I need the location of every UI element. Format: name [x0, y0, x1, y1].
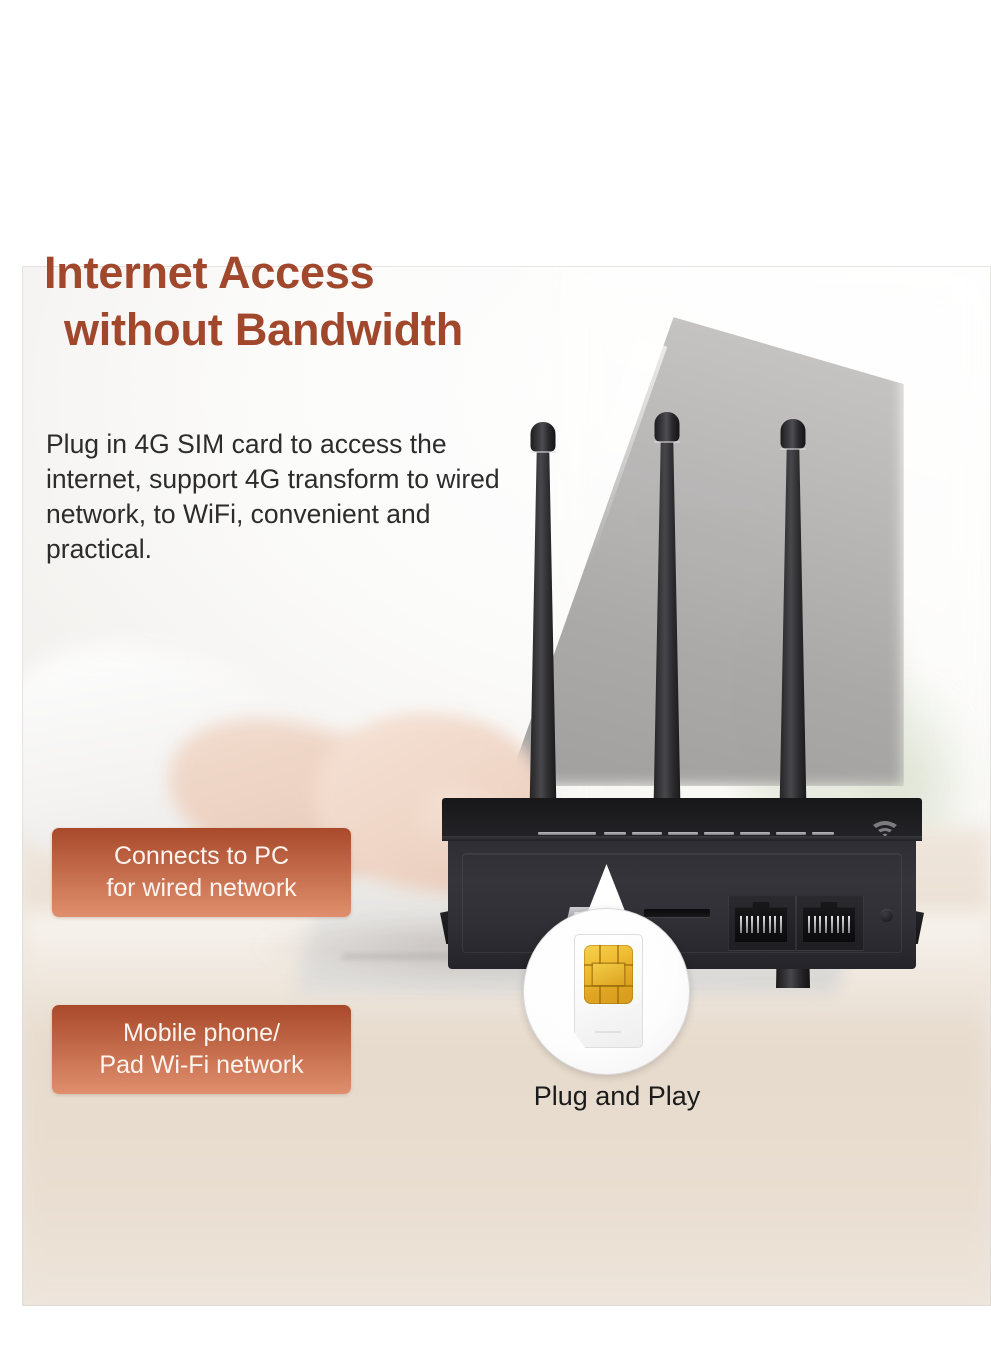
- front-panel-inset: [462, 853, 902, 953]
- badge-line-1: Connects to PC: [113, 842, 290, 870]
- badge-line-1: Mobile phone/: [122, 1019, 281, 1047]
- headline-line-1: Internet Access: [44, 247, 375, 299]
- sim-chip-icon: [584, 945, 633, 1004]
- badge-line-2: Pad Wi-Fi network: [99, 1051, 304, 1079]
- headline-line-2: without Bandwidth: [64, 303, 464, 355]
- router-product-image: [398, 248, 958, 988]
- router-chassis: [440, 798, 924, 970]
- rj45-port-1: [728, 895, 796, 951]
- sim-card: [574, 934, 643, 1048]
- body-description: Plug in 4G SIM card to access the intern…: [46, 428, 500, 565]
- router-top-face: [442, 798, 922, 838]
- magnifier-circle: [523, 908, 690, 1075]
- badge-line-2: for wired network: [106, 874, 297, 902]
- sim-card-notch: [595, 1031, 621, 1033]
- page-title: Internet Access without Bandwidth: [44, 245, 564, 358]
- feature-badge-wifi: Mobile phone/ Pad Wi-Fi network: [52, 1005, 351, 1094]
- sim-card-magnifier: [523, 864, 690, 1075]
- router-top-bevel: [442, 836, 922, 841]
- rj45-port-2: [796, 895, 864, 951]
- magnifier-caption: Plug and Play: [533, 1081, 701, 1111]
- router-front-panel: [448, 841, 916, 969]
- feature-badge-wired: Connects to PC for wired network: [52, 828, 351, 917]
- sim-card-slot: [644, 909, 710, 917]
- reset-button: [880, 909, 893, 922]
- wifi-logo-icon: [873, 821, 897, 837]
- product-photo-panel: [22, 266, 991, 1306]
